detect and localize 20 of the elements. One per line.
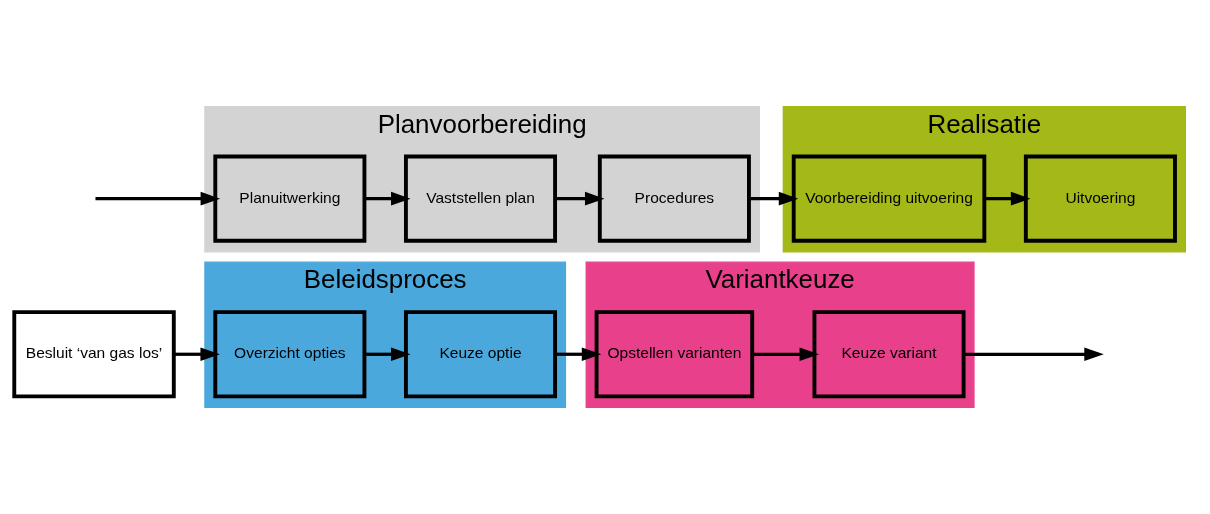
node-box: Keuze variant <box>812 310 966 399</box>
arrow <box>963 347 1104 362</box>
arrow <box>95 191 221 206</box>
node-box: Vaststellen plan <box>404 154 557 243</box>
arrow <box>749 191 799 206</box>
node-box: Besluit ‘van gas los’ <box>12 310 176 399</box>
arrow <box>173 347 220 362</box>
node-box: Procedures <box>597 154 751 243</box>
arrow <box>752 347 820 362</box>
node-box: Opstellen varianten <box>594 310 755 399</box>
arrow <box>555 347 602 362</box>
node-box: Keuze optie <box>404 310 557 399</box>
node-box: Voorbereiding uitvoering <box>791 154 987 243</box>
arrow <box>364 347 411 362</box>
arrow <box>555 191 605 206</box>
node-box: Overzicht opties <box>213 310 367 399</box>
arrow <box>984 191 1031 206</box>
node-box: Uitvoering <box>1023 154 1177 243</box>
arrow <box>364 191 411 206</box>
node-box: Planuitwerking <box>213 154 367 243</box>
